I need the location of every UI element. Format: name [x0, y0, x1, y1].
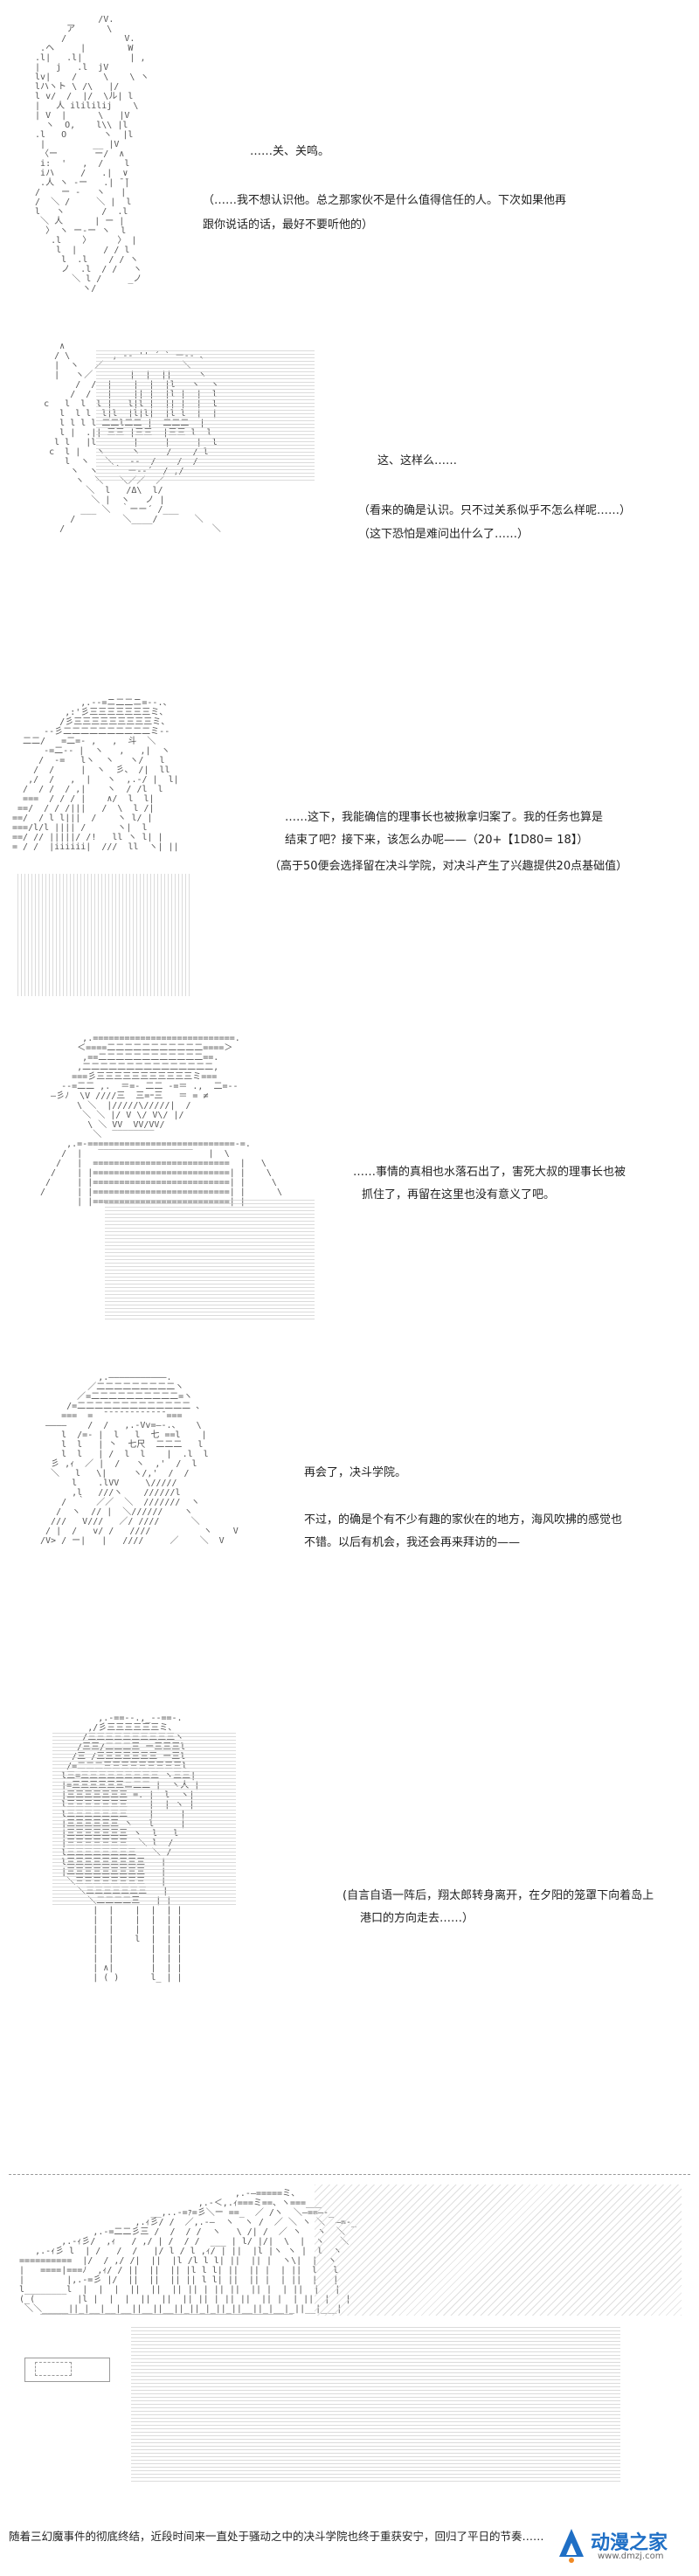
hair-shading: [96, 350, 315, 481]
dialogue-line: 结束了吧？接下来，该怎么办呢——（20+【1D80= 18】）: [285, 834, 589, 847]
dialogue-line: （高于50便会选择留在决斗学院，对决斗产生了兴趣提供20点基础值）: [269, 860, 628, 873]
ascii-art-figure-4: ,.===========================. ＜====二二二二…: [40, 1034, 282, 1207]
watermark-logo-icon: [559, 2529, 584, 2563]
panel-divider: [9, 2174, 690, 2175]
panel-1: /V. ア \ / V. .ヘ | W .l| .l| | , | j .l j…: [0, 0, 699, 323]
watermark-title: 动漫之家: [591, 2532, 668, 2554]
panel-6: ,.-==--.,_--==-. ,/彡三三三三三三ミ、 /三三三三三三三三三三…: [0, 1695, 699, 2150]
panel-3: ,.--=ニ二二ニ=--.、 ,:'彡三三三三三三三ミ、 /彡三三三三三三三三三…: [0, 673, 699, 1014]
city-shading: [131, 2324, 620, 2482]
watermark-url: www.dmzj.com: [598, 2552, 664, 2561]
ascii-art-figure-1: /V. ア \ / V. .ヘ | W .l| .l| | , | j .l j…: [35, 15, 149, 294]
vehicle-outline: [24, 2358, 110, 2382]
dialogue-line: (自言自语一阵后，翔太郎转身离开，在夕阳的笼罩下向着岛上: [343, 1889, 654, 1902]
dialogue-line: （……我不想认识他。总之那家伙不是什么值得信任的人。下次如果他再: [203, 194, 567, 207]
ascii-art-figure-3: ,.--=ニ二二ニ=--.、 ,:'彡三三三三三三三ミ、 /彡三三三三三三三三三…: [12, 698, 179, 852]
dialogue-line: ……事情的真相也水落石出了，害死大叔的理事长也被: [353, 1166, 626, 1179]
coat-shading: [105, 1197, 315, 1319]
dialogue-line: 再会了，决斗学院。: [304, 1466, 407, 1479]
ascii-art-figure-5: ,.―――――――――――. ／二二二二二二二二二ヽ ／=二二二二二二二二二二=…: [40, 1373, 239, 1546]
dialogue-line: ……这下，我能确信的理事长也被揪拿归案了。我的任务也算是: [285, 811, 604, 824]
dialogue-line: 跟你说话的话，最好不要听他的）: [203, 218, 374, 232]
sky-shading: [315, 2185, 682, 2316]
dialogue-line: （这下恐怕是难问出什么了……）: [358, 528, 529, 541]
dialogue-line: 不错。以后有机会，我还会再来拜访的——: [304, 1536, 521, 1549]
site-watermark: 动漫之家 www.dmzj.com: [556, 2524, 687, 2567]
panel-2: ∧ / \ , -‐ '' ´ ` ー-- 、 | ヽ ／ ＼ | ヽ／ | |…: [0, 323, 699, 673]
narration-line: 随着三幻魔事件的彻底终结，近段时间来一直处于骚动之中的决斗学院也终于重获安宁，回…: [9, 2530, 544, 2543]
vehicle-window: [35, 2362, 72, 2376]
dialogue-line: 这、这样么……: [377, 454, 458, 467]
dialogue-line: ……关、关鸣。: [250, 145, 330, 158]
dialogue-line: 抓住了，再留在这里也没有意义了吧。: [362, 1188, 556, 1201]
panel-4: ,.===========================. ＜====二二二二…: [0, 1014, 699, 1354]
panel-5: ,.―――――――――――. ／二二二二二二二二二ヽ ／=二二二二二二二二二二=…: [0, 1354, 699, 1695]
dialogue-line: 港口的方向走去……）: [360, 1912, 474, 1925]
figure-shading: [52, 1730, 236, 1905]
dialogue-line: 不过，的确是个有不少有趣的家伙在的地方，海风吹拂的感觉也: [304, 1513, 623, 1527]
panel-7: ,.-―=====ミ、 ,.-＜,.ｨ===ミ==、ヽ===___ __,..-…: [0, 2150, 699, 2576]
coat-shading: [17, 874, 192, 996]
ascii-art-cityscape: ,.-―=====ミ、 ,.-＜,.ｨ===ミ==、ヽ===___ __,..-…: [19, 2189, 356, 2323]
dialogue-line: （看来的确是认识。只不过关系似乎不怎么样呢……）: [358, 504, 632, 517]
